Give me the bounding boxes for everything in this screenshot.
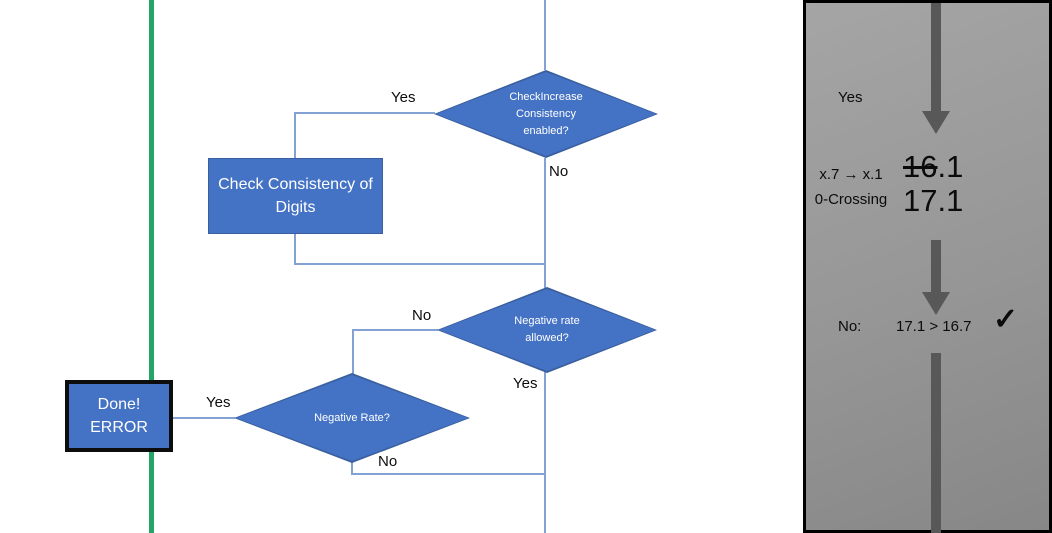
connector-yes-into-process [294, 112, 296, 158]
connector-process-down [294, 234, 296, 264]
old-value-struck: 16 [903, 149, 938, 184]
old-value: 16.1 [903, 150, 963, 184]
flow-arrow-top-head-icon [922, 111, 950, 134]
decision-label: CheckIncrease Consistency enabled? [509, 90, 583, 137]
connector-decision3-no-rejoin [351, 473, 545, 475]
label-decision1-yes: Yes [391, 89, 416, 106]
example-trace-panel: Yes x.7 → x.1 0-Crossing 16.1 17.1 No: 1… [803, 0, 1052, 533]
old-value-rest: .1 [937, 149, 964, 184]
process-check-consistency-of-digits: Check Consistency of Digits [208, 158, 383, 234]
result-comparison: 17.1 > 16.7 [896, 318, 972, 335]
flow-arrow-middle-head-icon [922, 292, 950, 315]
green-divider-line [149, 0, 154, 533]
rule-line-1: x.7 → x.1 [819, 166, 883, 183]
flow-arrow-middle-bar [931, 240, 941, 293]
label-decision2-yes: Yes [513, 375, 538, 392]
decision-check-increase-consistency: CheckIncrease Consistency enabled? [434, 70, 658, 158]
label-decision3-yes: Yes [206, 394, 231, 411]
decision-label: Negative rate allowed? [514, 315, 580, 344]
decision-negative-rate: Negative Rate? [234, 373, 470, 463]
label-decision2-no: No [412, 307, 432, 324]
connector-top-into-decision1 [544, 0, 546, 70]
flow-arrow-bottom-bar [931, 353, 941, 533]
checkmark-icon: ✓ [993, 303, 1019, 336]
rule-line-2: 0-Crossing [814, 191, 888, 208]
result-label: No: [838, 318, 862, 335]
connector-decision3-no-down [351, 462, 353, 474]
terminator-done-error: Done! ERROR [65, 380, 173, 452]
correction-rule: x.7 → x.1 0-Crossing [806, 162, 896, 212]
connector-process-rejoin-horizontal [294, 263, 545, 265]
label-decision3-no: No [378, 453, 398, 470]
corrected-values: 16.1 17.1 [903, 150, 963, 218]
decision-label: Negative Rate? [314, 411, 390, 424]
label-decision1-no: No [549, 163, 569, 180]
connector-decision2-no-horizontal [352, 329, 438, 331]
connector-decision1-no-down [544, 158, 546, 288]
new-value: 17.1 [903, 183, 964, 218]
connector-no-into-decision3 [352, 329, 354, 374]
connector-decision2-yes-down [544, 371, 546, 533]
flow-arrow-top-bar [931, 3, 941, 112]
decision-negative-rate-allowed: Negative rate allowed? [437, 287, 657, 373]
connector-decision1-yes-horizontal [294, 112, 435, 114]
connector-decision3-yes-to-done [173, 417, 235, 419]
panel-yes-label: Yes [838, 89, 863, 106]
